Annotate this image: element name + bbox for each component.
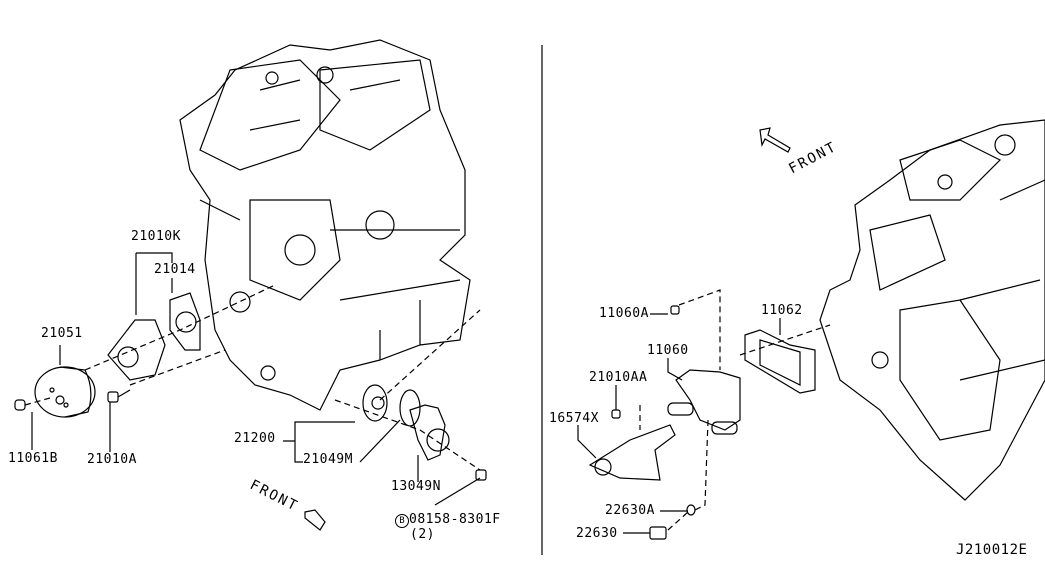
part-label-21010K[interactable]: 21010K bbox=[131, 229, 181, 244]
part-label-21200[interactable]: 21200 bbox=[234, 431, 276, 446]
part-label-21014[interactable]: 21014 bbox=[154, 262, 196, 277]
part-label-11062[interactable]: 11062 bbox=[761, 303, 803, 318]
front-arrow-right-icon bbox=[759, 127, 791, 153]
right-engine-block bbox=[819, 119, 1045, 501]
part-label-21051[interactable]: 21051 bbox=[41, 326, 83, 341]
part-label-21049M[interactable]: 21049M bbox=[303, 452, 353, 467]
left-engine-block bbox=[179, 39, 471, 411]
left-dashed-guides bbox=[24, 284, 481, 471]
front-arrow-left-icon bbox=[304, 509, 326, 531]
part-label-16574X[interactable]: 16574X bbox=[549, 411, 599, 426]
part-label-13049N[interactable]: 13049N bbox=[391, 479, 441, 494]
diagram-id: J210012E bbox=[956, 542, 1028, 558]
part-quantity: (2) bbox=[410, 527, 435, 542]
part-label-21010A[interactable]: 21010A bbox=[87, 452, 137, 467]
part-label-11060A[interactable]: 11060A bbox=[599, 306, 649, 321]
bolt-symbol-icon: B bbox=[395, 514, 409, 528]
part-label-11060[interactable]: 11060 bbox=[647, 343, 689, 358]
right-leader-lines bbox=[577, 313, 781, 534]
left-leader-lines bbox=[31, 252, 481, 506]
water-pump-assembly bbox=[14, 292, 201, 418]
part-label-11061B[interactable]: 11061B bbox=[8, 451, 58, 466]
part-label-21010AA[interactable]: 21010AA bbox=[589, 370, 648, 385]
thermostat-assembly bbox=[362, 384, 487, 481]
bolt-part-number: 08158-8301F bbox=[409, 512, 501, 527]
part-label-22630A[interactable]: 22630A bbox=[605, 503, 655, 518]
part-label-22630[interactable]: 22630 bbox=[576, 526, 618, 541]
right-dashed-guides bbox=[639, 289, 831, 531]
